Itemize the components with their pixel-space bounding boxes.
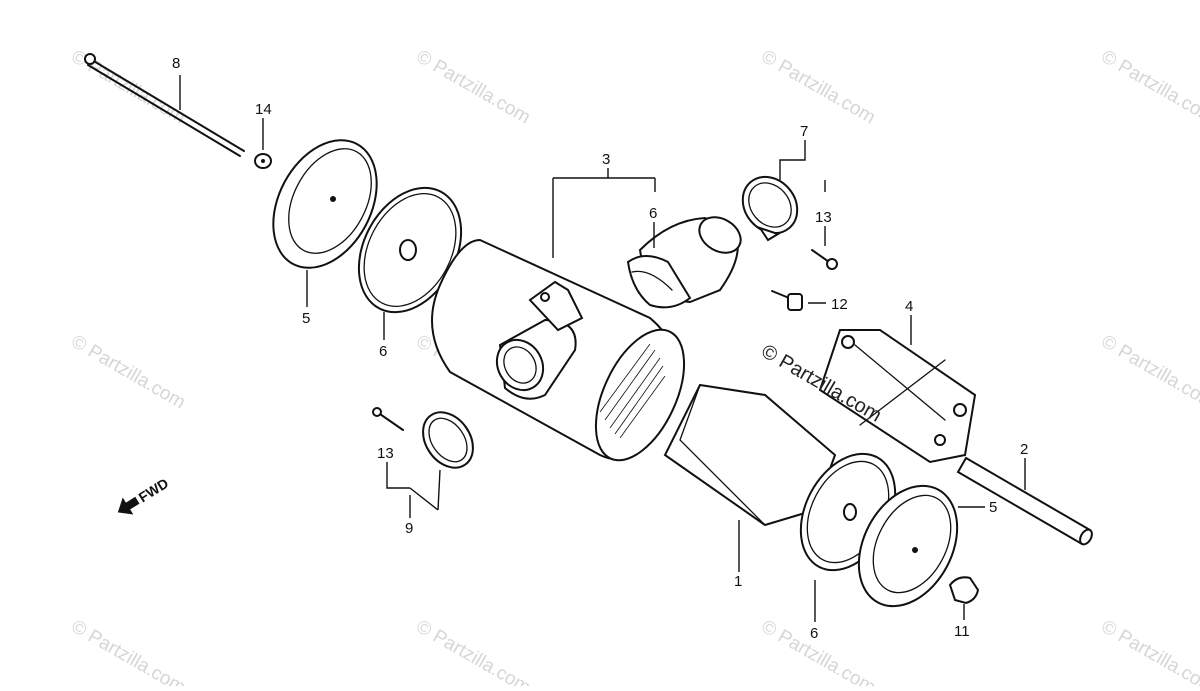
watermark: © Partzilla.com — [1098, 46, 1200, 128]
callout-10[interactable]: 8 — [172, 55, 180, 72]
watermark: © Partzilla.com — [1098, 616, 1200, 686]
part-2-tube[interactable] — [958, 458, 1094, 546]
watermark: © Partzilla.com — [758, 46, 879, 128]
callout-11[interactable]: 11 — [954, 623, 970, 640]
watermark: © Partzilla.com — [413, 46, 534, 128]
watermark: © Partzilla.com — [68, 331, 189, 413]
callout-2[interactable]: 2 — [1020, 441, 1028, 458]
part-14-washer[interactable] — [255, 154, 271, 168]
watermark: © Partzilla.com — [413, 616, 534, 686]
callout-9[interactable]: 7 — [800, 123, 808, 140]
callout-1[interactable]: 1 — [734, 573, 742, 590]
callout-13-upper[interactable]: 13 — [815, 209, 832, 226]
callout-3[interactable]: 3 — [602, 151, 610, 168]
callout-6-right[interactable]: 6 — [810, 625, 818, 642]
callout-7[interactable]: 6 — [649, 205, 657, 222]
callout-14[interactable]: 14 — [255, 101, 272, 118]
part-13-screw-lower[interactable] — [373, 408, 403, 430]
callout-8[interactable]: 9 — [405, 520, 413, 537]
fwd-arrow: FWD — [113, 473, 173, 521]
callout-13-lower[interactable]: 13 — [377, 445, 394, 462]
part-9-clamp[interactable] — [732, 166, 809, 244]
part-8-clamp[interactable] — [413, 403, 483, 477]
callout-5-right[interactable]: 5 — [989, 499, 997, 516]
part-13-screw-upper[interactable] — [812, 250, 837, 269]
part-12-bolt[interactable] — [772, 291, 802, 310]
watermark: © Partzilla.com — [1098, 331, 1200, 413]
callout-5-left[interactable]: 5 — [302, 310, 310, 327]
watermark: © Partzilla.com — [68, 616, 189, 686]
part-7-intake-duct[interactable] — [628, 210, 747, 307]
callout-4[interactable]: 4 — [905, 298, 913, 315]
callout-6-left[interactable]: 6 — [379, 343, 387, 360]
fwd-label: FWD — [136, 475, 172, 505]
part-11-cap-nut[interactable] — [950, 577, 978, 603]
callout-12[interactable]: 12 — [831, 296, 848, 313]
